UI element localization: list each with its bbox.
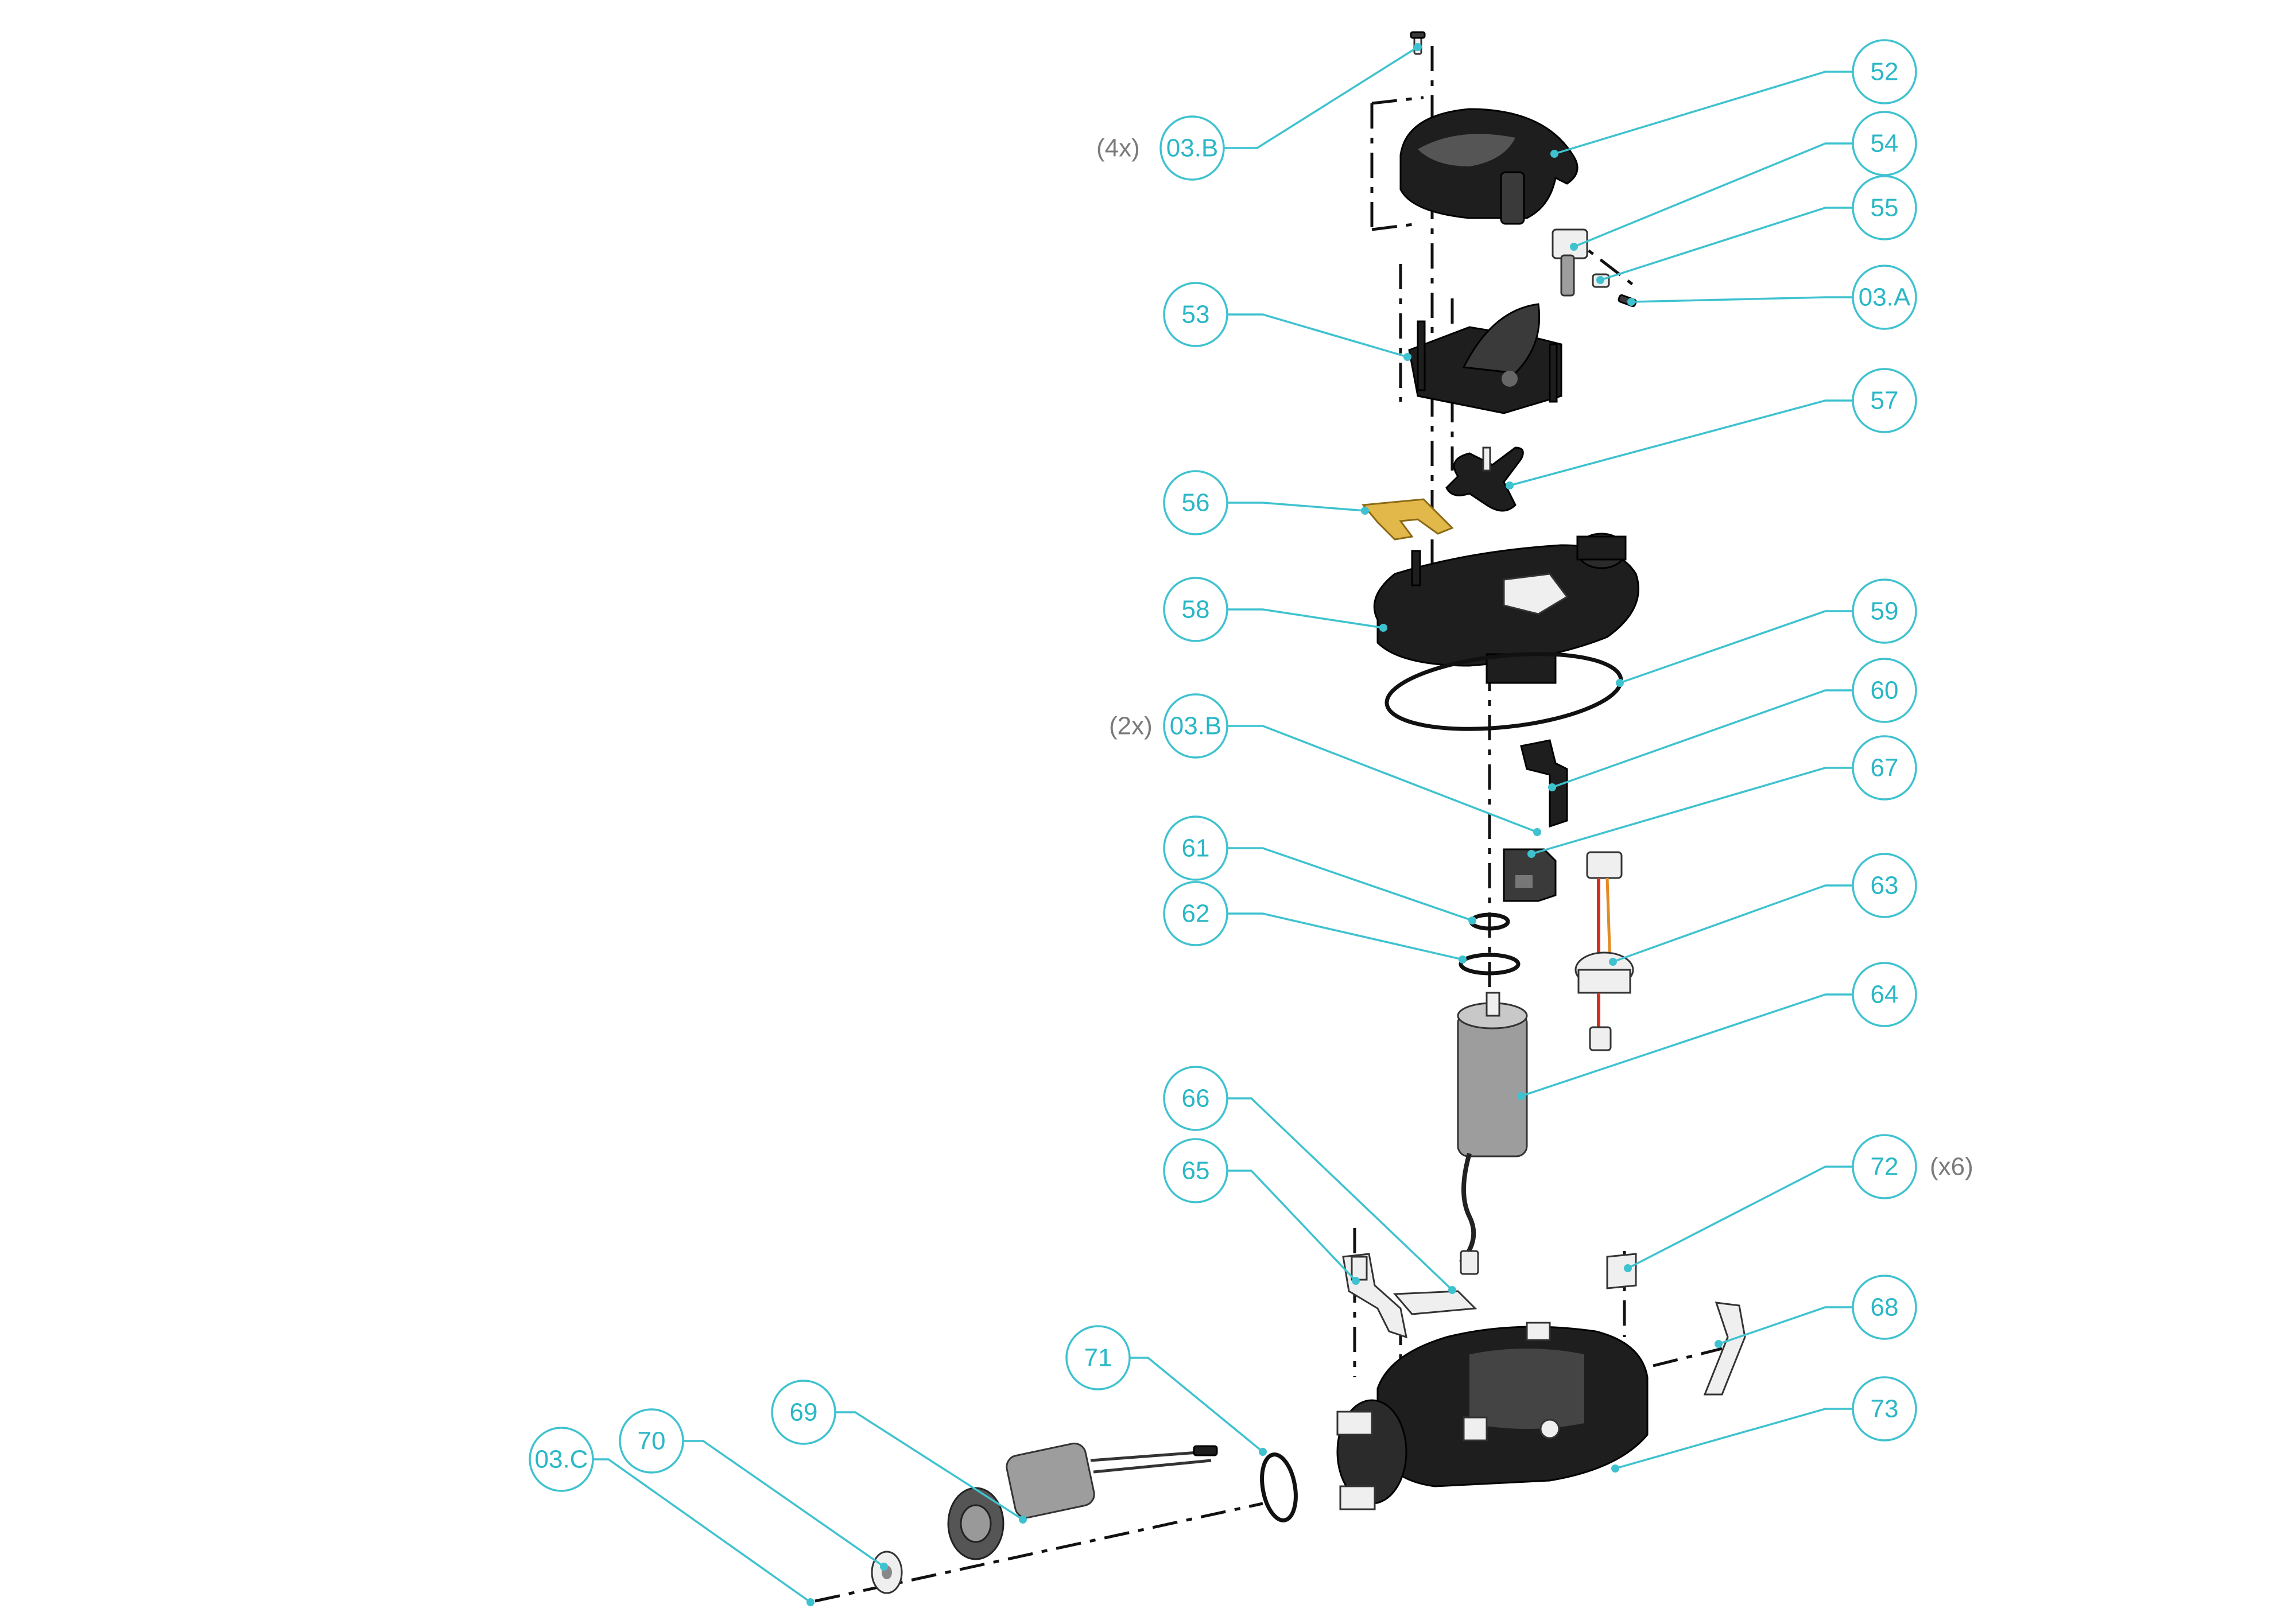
callout-70-label: 70 [638, 1427, 666, 1455]
callout-67: 67 [1527, 735, 1917, 858]
callout-03a-label: 03.A [1859, 283, 1911, 312]
callout-62: 62 [1163, 881, 1467, 964]
callout-73-label: 73 [1871, 1395, 1899, 1423]
callout-68-label: 68 [1871, 1293, 1899, 1322]
callout-72-label: 72 [1871, 1153, 1899, 1181]
callout-68: 68 [1715, 1275, 1917, 1348]
part-68-handle [1703, 1302, 1746, 1396]
callout-57-label: 57 [1871, 387, 1899, 415]
callout-66-label: 66 [1182, 1085, 1210, 1113]
callout-03b-top-qty: (4x) [1096, 134, 1140, 162]
callout-72: 72 (x6) [1624, 1134, 1973, 1272]
callout-54: 54 [1570, 111, 1917, 251]
part-62-ring [1459, 953, 1521, 976]
part-56-plate [1362, 498, 1454, 541]
callout-58: 58 [1163, 577, 1387, 642]
callout-03b-top-label: 03.B [1166, 134, 1219, 162]
callout-53: 53 [1163, 282, 1411, 361]
part-60-latch [1520, 739, 1568, 828]
callout-70: 70 [619, 1408, 888, 1571]
callout-03b-mid-label: 03.B [1170, 712, 1222, 740]
callout-64: 64 [1517, 962, 1917, 1100]
part-66-sticker [1393, 1290, 1477, 1315]
callout-64-label: 64 [1871, 981, 1899, 1009]
part-71-oring [1260, 1452, 1298, 1522]
part-53-bracket [1408, 303, 1562, 414]
part-63-harness [1574, 851, 1634, 1051]
callout-03b-top: 03.B (4x) [1096, 43, 1422, 181]
part-54-connector [1552, 228, 1588, 297]
callout-71: 71 [1065, 1325, 1267, 1456]
part-69-pump-motor [947, 1442, 1218, 1560]
callout-56: 56 [1163, 470, 1369, 535]
callout-58-label: 58 [1182, 596, 1210, 624]
part-72-clip [1606, 1253, 1637, 1289]
callout-56-label: 56 [1182, 489, 1210, 517]
callout-73: 73 [1611, 1376, 1917, 1473]
callout-03c: 03.C [529, 1427, 815, 1606]
callout-03a: 03.A [1627, 265, 1917, 330]
callout-66: 66 [1163, 1066, 1456, 1294]
callout-52: 52 [1550, 39, 1917, 158]
callout-69: 69 [771, 1380, 1027, 1524]
callout-65: 65 [1163, 1138, 1360, 1285]
part-65-bracket [1342, 1253, 1407, 1339]
callout-53-label: 53 [1182, 301, 1210, 329]
part-73-housing [1336, 1322, 1649, 1510]
callout-65-label: 65 [1182, 1157, 1210, 1185]
part-70-gear [871, 1551, 903, 1594]
callout-60-label: 60 [1871, 677, 1899, 705]
callout-60: 60 [1548, 658, 1917, 791]
callout-52-label: 52 [1871, 58, 1899, 86]
callout-57: 57 [1506, 368, 1917, 490]
callouts: 52 54 55 03.A 03.B (4x [529, 39, 1973, 1606]
callout-59: 59 [1616, 578, 1917, 687]
callout-62-label: 62 [1182, 900, 1210, 928]
callout-03b-mid-qty: (2x) [1109, 712, 1153, 740]
callout-71-label: 71 [1084, 1344, 1112, 1372]
callout-67-label: 67 [1871, 754, 1899, 782]
callout-03c-label: 03.C [535, 1446, 588, 1474]
parts [871, 31, 1746, 1594]
callout-69-label: 69 [790, 1398, 818, 1427]
part-58-baseplate [1373, 533, 1639, 684]
callout-61: 61 [1163, 815, 1476, 924]
callout-63-label: 63 [1871, 872, 1899, 900]
part-57-impeller [1445, 446, 1524, 512]
callout-72-qty: (x6) [1930, 1153, 1973, 1181]
callout-54-label: 54 [1871, 130, 1899, 158]
callout-55: 55 [1596, 175, 1917, 284]
part-52-cover [1399, 108, 1578, 225]
callout-61-label: 61 [1182, 834, 1210, 863]
part-64-motor [1457, 992, 1528, 1275]
callout-63: 63 [1609, 853, 1917, 966]
callout-03b-mid: 03.B (2x) [1109, 693, 1541, 836]
callout-59-label: 59 [1871, 597, 1899, 626]
callout-55-label: 55 [1871, 194, 1899, 222]
